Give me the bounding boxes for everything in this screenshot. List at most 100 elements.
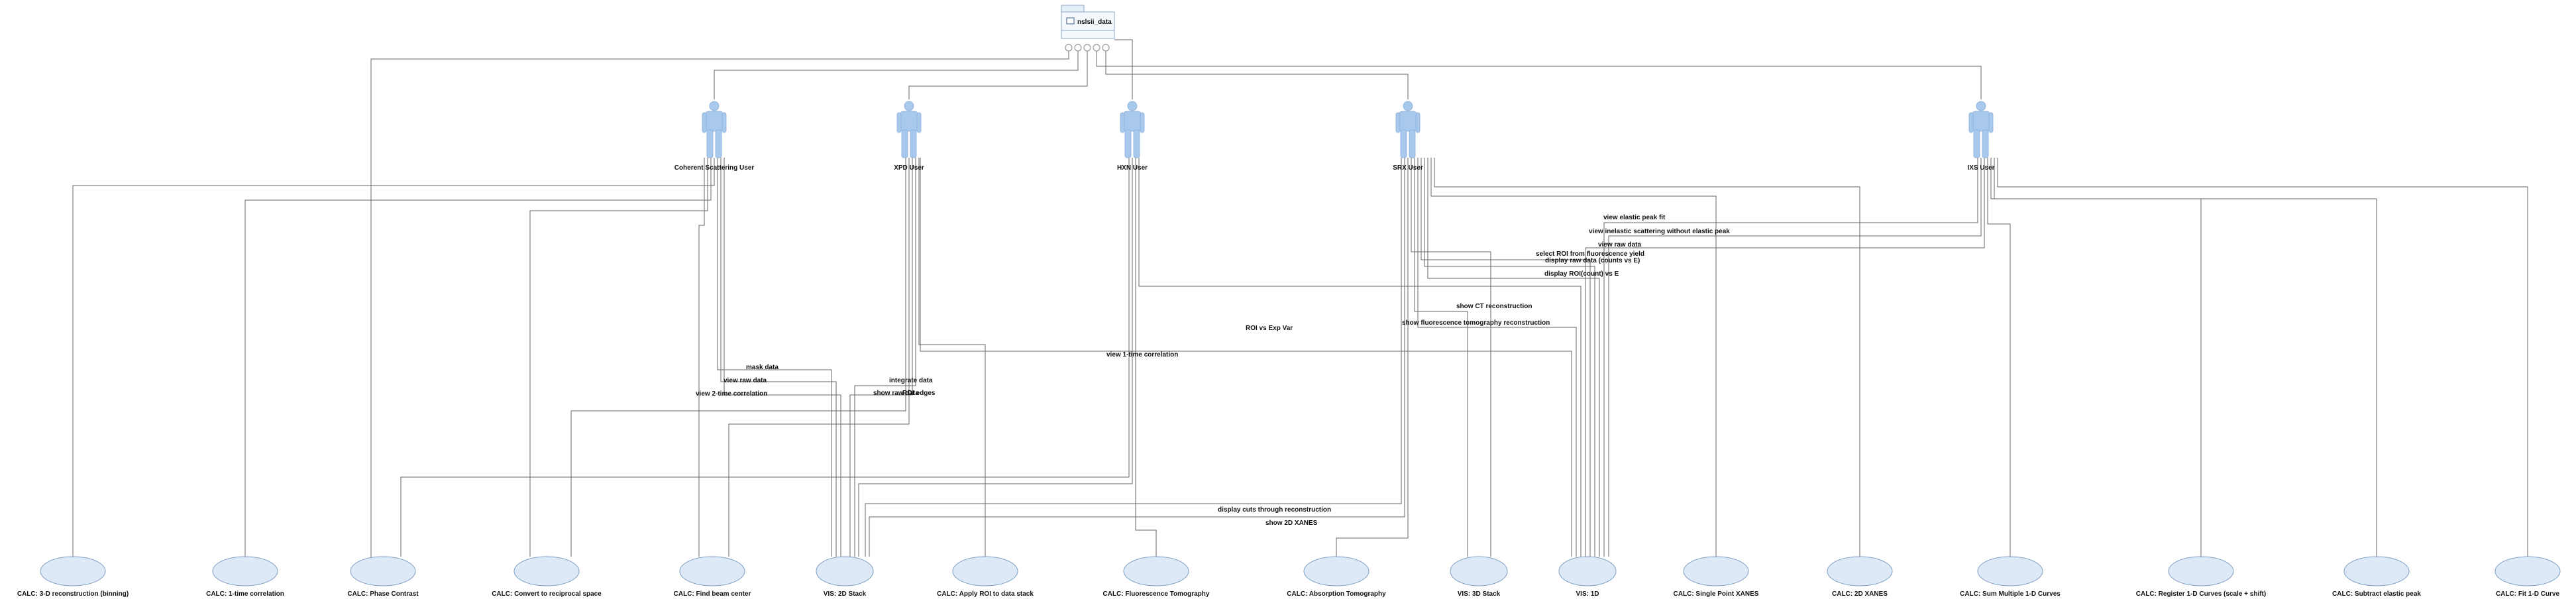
usecase-2d-xanes[interactable]: CALC: 2D XANES bbox=[1827, 556, 1893, 598]
edge-label: view elastic peak fit bbox=[1603, 214, 1666, 221]
actor-xpd[interactable]: XPD User bbox=[894, 101, 924, 172]
association-edge bbox=[1336, 158, 1409, 557]
association-edge bbox=[1603, 158, 1978, 557]
actor-hxn[interactable]: HXN User bbox=[1117, 101, 1148, 172]
usecase-label: CALC: Subtract elastic peak bbox=[2332, 590, 2421, 598]
association-edge bbox=[858, 158, 1133, 557]
actor-icon bbox=[896, 101, 922, 158]
association-edge bbox=[865, 158, 1402, 557]
association-edge bbox=[400, 158, 1130, 557]
usecase-label: CALC: Absorption Tomography bbox=[1287, 590, 1386, 598]
association-edge bbox=[698, 158, 705, 557]
association-edge bbox=[1114, 39, 1133, 99]
edge-label: display raw data (counts vs E) bbox=[1545, 257, 1640, 264]
actor-ixs[interactable]: IXS User bbox=[1967, 101, 1995, 172]
edge-label: mask data bbox=[746, 364, 778, 371]
association-edge bbox=[1585, 158, 1985, 557]
association-edge bbox=[714, 51, 1079, 99]
folder-icon bbox=[1066, 17, 1075, 25]
association-edge bbox=[720, 158, 837, 557]
usecase-register-1d-curves[interactable]: CALC: Register 1-D Curves (scale + shift… bbox=[2136, 556, 2266, 598]
edge-label: view 1-time correlation bbox=[1106, 351, 1178, 359]
association-edge bbox=[1421, 158, 1591, 557]
association-edge bbox=[244, 158, 712, 557]
association-edge bbox=[1417, 158, 1577, 557]
association-edge bbox=[1096, 51, 1982, 99]
association-edge bbox=[908, 51, 1088, 99]
usecase-find-beam-center[interactable]: CALC: Find beam center bbox=[674, 556, 751, 598]
edge-label: view inelastic scattering without elasti… bbox=[1589, 228, 1730, 235]
usecase-label: CALC: 1-time correlation bbox=[206, 590, 284, 598]
usecase-label: CALC: 3-D reconstruction (binning) bbox=[17, 590, 129, 598]
usecase-label: CALC: Single Point XANES bbox=[1674, 590, 1759, 598]
association-edge bbox=[72, 158, 715, 557]
usecase-absorption-tomography[interactable]: CALC: Absorption Tomography bbox=[1287, 556, 1386, 598]
usecase-3d-reconstruction[interactable]: CALC: 3-D reconstruction (binning) bbox=[17, 556, 129, 598]
usecase-label: VIS: 3D Stack bbox=[1458, 590, 1501, 598]
association-edge bbox=[1994, 158, 2377, 557]
usecase-label: CALC: 2D XANES bbox=[1832, 590, 1888, 598]
port-icon bbox=[1093, 44, 1100, 52]
edge-label: ROI vs Exp Var bbox=[1246, 325, 1293, 332]
association-edge bbox=[1105, 51, 1409, 99]
package-ports bbox=[1065, 44, 1110, 52]
association-edge bbox=[1608, 158, 1982, 557]
usecase-vis-2d-stack[interactable]: VIS: 2D Stack bbox=[816, 556, 874, 598]
association-edge bbox=[1424, 158, 1595, 557]
actor-label: XPD User bbox=[894, 164, 924, 172]
association-edge bbox=[1434, 158, 1860, 557]
usecase-reciprocal-space[interactable]: CALC: Convert to reciprocal space bbox=[492, 556, 602, 598]
association-edge bbox=[1411, 158, 1491, 557]
usecase-apply-roi[interactable]: CALC: Apply ROI to data stack bbox=[937, 556, 1034, 598]
association-edge bbox=[1138, 158, 1582, 557]
usecase-label: CALC: Sum Multiple 1-D Curves bbox=[1960, 590, 2061, 598]
actor-srx[interactable]: SRX User bbox=[1393, 101, 1423, 172]
edge-label: view raw data bbox=[1598, 241, 1641, 248]
port-icon bbox=[1083, 44, 1091, 52]
association-edge bbox=[724, 158, 841, 557]
usecase-single-point-xanes[interactable]: CALC: Single Point XANES bbox=[1674, 556, 1759, 598]
association-edge bbox=[1990, 158, 2202, 557]
usecase-subtract-elastic-peak[interactable]: CALC: Subtract elastic peak bbox=[2332, 556, 2421, 598]
usecase-vis-3d-stack[interactable]: VIS: 3D Stack bbox=[1450, 556, 1508, 598]
root-package[interactable]: nslsii_data bbox=[1061, 5, 1115, 39]
association-edge bbox=[920, 158, 1572, 557]
usecase-label: CALC: Fit 1-D Curve bbox=[2496, 590, 2560, 598]
usecase-sum-1d-curves[interactable]: CALC: Sum Multiple 1-D Curves bbox=[1960, 556, 2061, 598]
edge-label: ROI edges bbox=[902, 390, 936, 397]
association-edge bbox=[1997, 158, 2528, 557]
association-edge bbox=[1135, 158, 1157, 557]
edge-label: display cuts through reconstruction bbox=[1218, 506, 1331, 514]
edge-label: select ROI from fluorescence yield bbox=[1536, 250, 1644, 258]
edge-label: display ROI(count) vs E bbox=[1544, 270, 1619, 278]
usecase-fluorescence-tomography[interactable]: CALC: Fluorescence Tomography bbox=[1103, 556, 1210, 598]
association-edge bbox=[570, 158, 906, 557]
usecase-phase-contrast[interactable]: CALC: Phase Contrast bbox=[347, 556, 419, 598]
usecase-label: CALC: Fluorescence Tomography bbox=[1103, 590, 1210, 598]
association-edge bbox=[529, 158, 708, 557]
association-edge bbox=[918, 158, 986, 557]
association-edge bbox=[370, 51, 1069, 558]
usecase-fit-1d-curve[interactable]: CALC: Fit 1-D Curve bbox=[2495, 556, 2561, 598]
association-edge bbox=[1427, 158, 1600, 557]
actor-label: Coherent Scattering User bbox=[674, 164, 755, 172]
actor-coherent-scattering[interactable]: Coherent Scattering User bbox=[674, 101, 755, 172]
edges-layer bbox=[72, 39, 2528, 558]
actor-label: SRX User bbox=[1393, 164, 1423, 172]
usecase-1-time-correlation[interactable]: CALC: 1-time correlation bbox=[206, 556, 284, 598]
nodes-layer: nslsii_data Coherent Scattering User XPD… bbox=[17, 5, 2561, 598]
usecase-vis-1d[interactable]: VIS: 1D bbox=[1558, 556, 1617, 598]
edge-labels-layer: view elastic peak fit view inelastic sca… bbox=[696, 214, 1730, 527]
actor-icon bbox=[702, 101, 727, 158]
usecase-label: CALC: Find beam center bbox=[674, 590, 751, 598]
edge-label: show 2D XANES bbox=[1265, 520, 1318, 527]
port-icon bbox=[1102, 44, 1110, 52]
actor-icon bbox=[1968, 101, 1994, 158]
actor-icon bbox=[1395, 101, 1421, 158]
edge-label: integrate data bbox=[889, 377, 933, 384]
association-edge bbox=[869, 158, 1405, 557]
port-icon bbox=[1065, 44, 1073, 52]
actor-icon bbox=[1120, 101, 1145, 158]
edge-label: show CT reconstruction bbox=[1456, 303, 1532, 310]
association-edge bbox=[728, 158, 910, 557]
